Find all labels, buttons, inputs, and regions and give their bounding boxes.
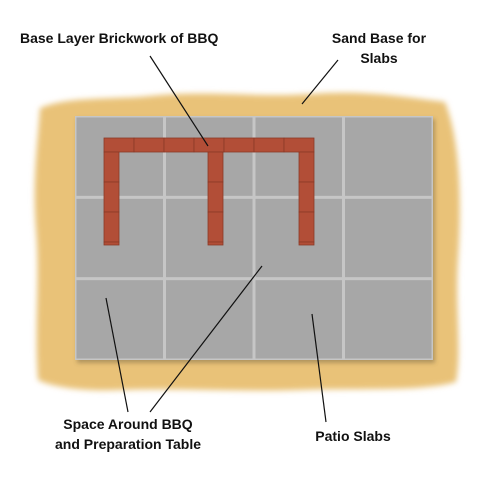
brick — [298, 181, 315, 213]
brick — [253, 137, 285, 153]
bbq-brickwork — [103, 137, 315, 246]
space-around-bbq-label: Space Around BBQ and Preparation Table — [38, 414, 218, 454]
brick — [283, 137, 315, 153]
space-label-line-1: Space Around BBQ — [63, 416, 193, 432]
patio-leader-line — [311, 313, 327, 423]
patio-slab — [345, 117, 432, 196]
brick — [133, 137, 165, 153]
brick — [207, 181, 224, 213]
brickwork-label: Base Layer Brickwork of BBQ — [20, 28, 218, 48]
brick — [103, 137, 135, 153]
brick — [207, 151, 224, 183]
patio-slab — [76, 198, 163, 278]
brick — [103, 151, 120, 183]
brickwork-label-text: Base Layer Brickwork of BBQ — [20, 30, 219, 46]
space-label-line-2: and Preparation Table — [55, 436, 201, 452]
patio-label-text: Patio Slabs — [315, 428, 391, 444]
space-leader-line-1 — [105, 297, 129, 413]
brick — [163, 137, 195, 153]
patio-slab — [345, 280, 432, 359]
brick — [207, 241, 224, 246]
patio-slab — [166, 280, 253, 359]
brick — [298, 151, 315, 183]
brick — [103, 211, 120, 243]
brick — [223, 137, 255, 153]
brick — [193, 137, 225, 153]
patio-slab-area — [75, 116, 433, 360]
patio-slabs-label: Patio Slabs — [298, 426, 408, 446]
sand-label-line-2: Slabs — [360, 50, 398, 66]
brick — [298, 241, 315, 246]
patio-slab — [76, 117, 163, 196]
patio-slab — [255, 280, 342, 359]
brick — [298, 211, 315, 243]
brick — [207, 211, 224, 243]
sand-leader-line — [301, 59, 339, 105]
patio-slab — [76, 280, 163, 359]
patio-slab — [345, 198, 432, 278]
brick — [103, 241, 120, 246]
brick — [103, 181, 120, 213]
sand-base-label: Sand Base for Slabs — [320, 28, 438, 68]
brickwork-leader-line — [149, 55, 209, 147]
space-leader-line-2 — [149, 265, 263, 413]
sand-label-line-1: Sand Base for — [331, 30, 427, 46]
